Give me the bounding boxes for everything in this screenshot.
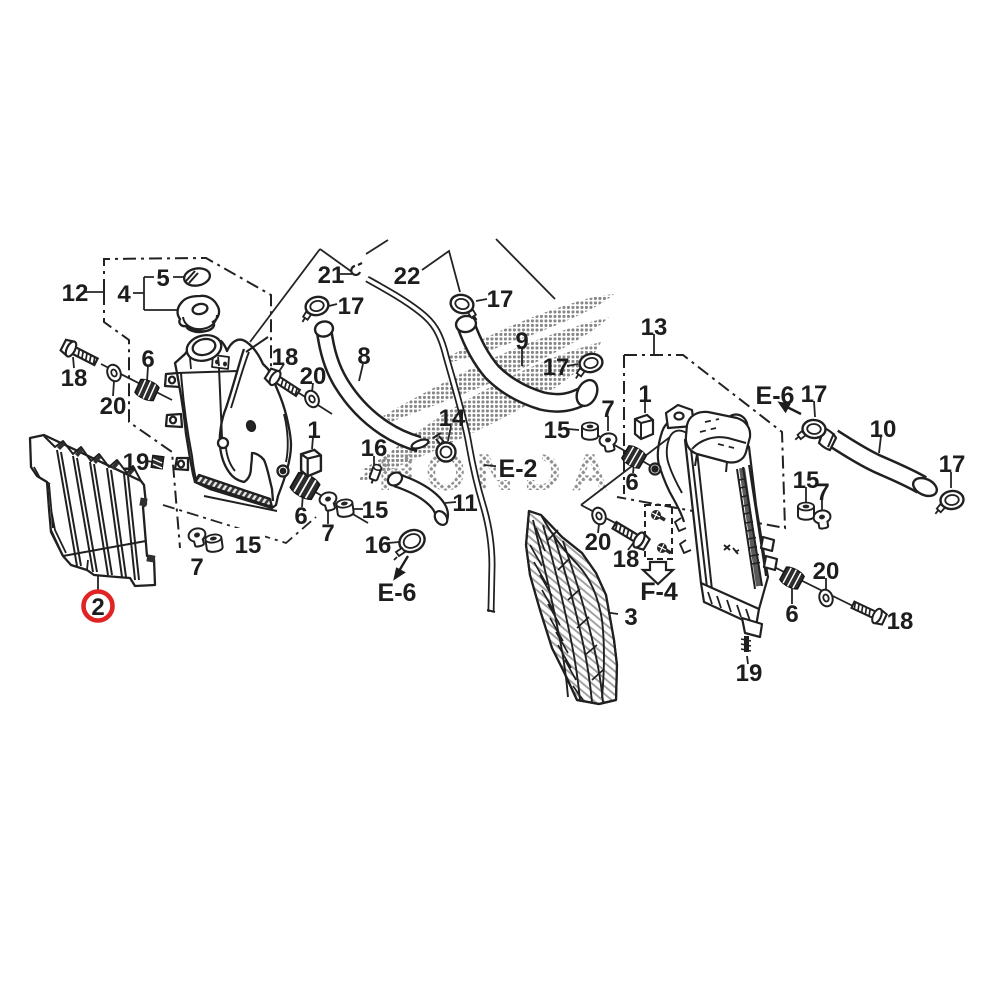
svg-text:14: 14	[439, 405, 466, 432]
svg-text:7: 7	[816, 479, 829, 506]
svg-text:22: 22	[394, 263, 421, 290]
svg-text:5: 5	[156, 265, 169, 292]
svg-text:15: 15	[544, 417, 571, 444]
svg-text:2: 2	[91, 594, 104, 621]
svg-text:6: 6	[785, 601, 798, 628]
svg-text:15: 15	[362, 497, 389, 524]
svg-text:7: 7	[190, 554, 203, 581]
svg-text:15: 15	[235, 532, 262, 559]
svg-text:4: 4	[117, 281, 131, 308]
svg-text:1: 1	[638, 381, 651, 408]
svg-text:17: 17	[939, 451, 966, 478]
svg-text:12: 12	[62, 280, 89, 307]
svg-text:7: 7	[321, 520, 334, 547]
svg-text:20: 20	[300, 363, 327, 390]
svg-text:17: 17	[801, 381, 828, 408]
svg-text:17: 17	[487, 286, 514, 313]
svg-text:3: 3	[624, 604, 637, 631]
svg-text:10: 10	[870, 416, 897, 443]
svg-text:20: 20	[585, 529, 612, 556]
svg-text:6: 6	[625, 469, 638, 496]
svg-text:18: 18	[272, 344, 299, 371]
svg-text:17: 17	[338, 293, 365, 320]
svg-text:19: 19	[123, 449, 150, 476]
svg-text:16: 16	[361, 435, 388, 462]
svg-text:20: 20	[813, 558, 840, 585]
svg-text:16: 16	[365, 532, 392, 559]
svg-text:19: 19	[736, 660, 763, 687]
svg-text:20: 20	[100, 393, 127, 420]
svg-text:15: 15	[793, 467, 820, 494]
svg-text:E-6: E-6	[378, 579, 417, 607]
svg-text:17: 17	[543, 354, 570, 381]
svg-text:7: 7	[601, 396, 614, 423]
svg-text:6: 6	[294, 503, 307, 530]
svg-text:9: 9	[515, 328, 528, 355]
svg-text:1: 1	[307, 417, 320, 444]
svg-text:F-4: F-4	[640, 578, 678, 606]
svg-text:6: 6	[141, 346, 154, 373]
svg-text:18: 18	[61, 365, 88, 392]
svg-text:E-6: E-6	[756, 382, 795, 410]
svg-text:13: 13	[641, 314, 668, 341]
svg-text:11: 11	[452, 490, 477, 517]
svg-text:18: 18	[887, 608, 914, 635]
svg-text:18: 18	[613, 546, 640, 573]
svg-text:E-2: E-2	[499, 455, 538, 483]
svg-text:21: 21	[318, 262, 345, 289]
svg-text:8: 8	[357, 343, 370, 370]
